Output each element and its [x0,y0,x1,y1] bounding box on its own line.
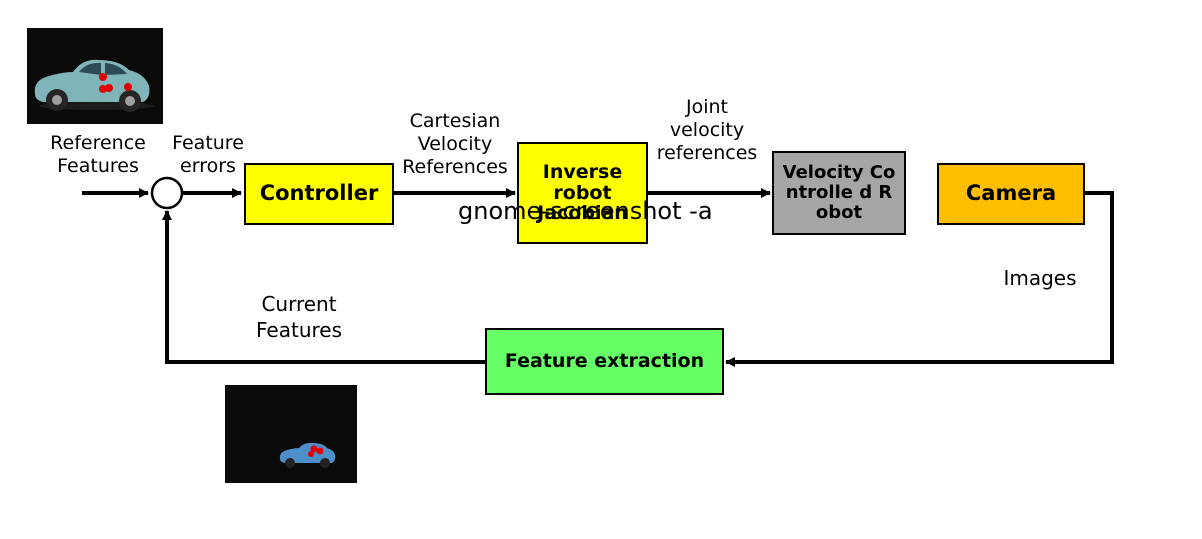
images-label: Images [1003,266,1077,290]
summing-junction [150,176,184,210]
screenshot-overlay-text: gnome-screenshot -a [458,197,713,225]
joint-velocity-references-label: Joint velocity references [656,96,758,164]
inverse-robot-jacobian-block: Inverse robot Jacobian [517,142,648,244]
camera-block: Camera [937,163,1085,225]
images-feedback-line [725,191,1114,367]
current-features-label: Current Features [256,292,342,342]
reference-image [27,28,163,124]
car-icon [34,59,155,112]
current-features-line [162,210,485,364]
velocity-controlled-robot-block: Velocity Controlle d Robot [772,151,906,235]
controller-block: Controller [244,163,394,225]
current-image [225,385,357,483]
cartesian-velocity-references-label: Cartesian Velocity References [402,110,508,178]
feature-extraction-block: Feature extraction [485,328,724,395]
feature-errors-label: Feature errors [172,132,244,177]
reference-features-label: Reference Features [50,132,146,177]
car-icon [279,442,336,468]
